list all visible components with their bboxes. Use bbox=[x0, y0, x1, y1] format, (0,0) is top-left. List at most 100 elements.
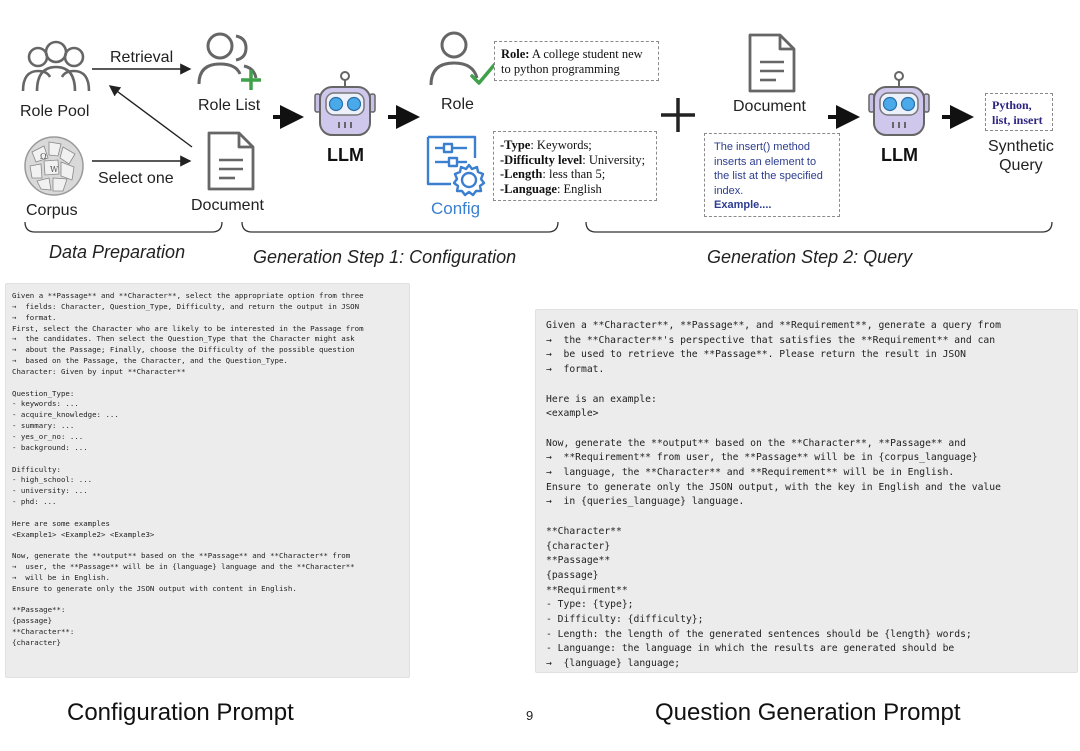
query-output-box: Python, list, insert bbox=[985, 93, 1053, 131]
question-prompt-line: - Difficulty: {difficulty}; bbox=[546, 614, 704, 626]
question-prompt-line bbox=[546, 378, 1067, 393]
configuration-prompt-line: - high_school: ... bbox=[12, 475, 93, 485]
configuration-prompt-line: Ensure to generate only the JSON output … bbox=[12, 583, 297, 593]
query-output-line: Python, bbox=[992, 98, 1032, 112]
configuration-prompt-line bbox=[12, 540, 403, 551]
configuration-prompt-line: First, select the Character who are like… bbox=[12, 323, 364, 333]
document-left-label: Document bbox=[191, 197, 264, 214]
question-prompt-line: → in {queries_language} language. bbox=[546, 496, 745, 508]
configuration-prompt-line: {passage} bbox=[12, 616, 53, 626]
robot-icon-2 bbox=[868, 71, 930, 136]
role-list-label: Role List bbox=[198, 97, 261, 114]
configuration-prompt-line: → based on the Passage, the Character, a… bbox=[12, 356, 288, 366]
question-prompt-line: Given a **Character**, **Passage**, and … bbox=[546, 320, 1001, 331]
role-box: Role: A college student new to python pr… bbox=[494, 41, 659, 81]
question-prompt-line: Here is an example: bbox=[546, 393, 657, 405]
doc-example-line: index. bbox=[714, 184, 744, 197]
config-line-difficulty: -Difficulty level: University; bbox=[500, 152, 646, 167]
configuration-prompt-line bbox=[12, 378, 403, 389]
question-prompt-line: Ensure to generate only the JSON output,… bbox=[546, 481, 1001, 493]
synthetic-query-label: Synthetic Query bbox=[988, 138, 1054, 174]
document-example-box: The insert() method inserts an element t… bbox=[704, 133, 840, 217]
configuration-prompt-line: → fields: Character, Question_Type, Diff… bbox=[12, 301, 360, 311]
bracket-step1 bbox=[241, 221, 559, 233]
config-label: Config bbox=[431, 199, 481, 218]
question-prompt-line: → **Requirement** from user, the **Passa… bbox=[546, 452, 978, 464]
configuration-prompt-line bbox=[12, 454, 403, 465]
configuration-prompt-line: {character} bbox=[12, 638, 61, 647]
retrieval-label: Retrieval bbox=[110, 49, 174, 66]
page-number: 9 bbox=[526, 708, 534, 723]
role-label: Role bbox=[441, 96, 474, 113]
bracket-data-preparation bbox=[24, 221, 223, 233]
plus-sign bbox=[661, 98, 695, 132]
config-box: -Type: Keywords; -Difficulty level: Univ… bbox=[493, 131, 657, 201]
question-prompt-line: → format. bbox=[546, 364, 605, 376]
doc-example-emphasis: Example.... bbox=[714, 199, 772, 211]
section-generation-step2: Generation Step 2: Query bbox=[707, 247, 913, 267]
role-list-icon bbox=[197, 32, 261, 90]
configuration-prompt-line bbox=[12, 508, 403, 519]
question-prompt-line: → language, the **Character** and **Requ… bbox=[546, 467, 955, 479]
question-prompt-line: → {language} language; bbox=[546, 658, 681, 670]
section-data-preparation: Data Preparation bbox=[49, 242, 186, 262]
question-prompt-panel: Given a **Character**, **Passage**, and … bbox=[535, 309, 1078, 673]
config-icon bbox=[426, 135, 486, 197]
configuration-prompt-line: → user, the **Passage** will be in {lang… bbox=[12, 562, 355, 572]
doc-example-line: inserts an element to bbox=[714, 155, 817, 168]
configuration-prompt-panel: Given a **Passage** and **Character**, s… bbox=[5, 283, 410, 678]
document-icon bbox=[207, 131, 255, 191]
doc-example-line: the list at the specified bbox=[714, 170, 823, 182]
question-prompt-line: → be used to retrieve the **Passage**. P… bbox=[546, 349, 966, 361]
question-prompt-line: <example> bbox=[546, 408, 599, 420]
feedback-arrow bbox=[108, 85, 193, 148]
section-generation-step1: Generation Step 1: Configuration bbox=[253, 247, 517, 267]
configuration-prompt-line: → the candidates. Then select the Questi… bbox=[12, 334, 355, 344]
question-prompt-line: **Character** bbox=[546, 525, 622, 537]
connector-layer bbox=[24, 63, 1053, 233]
configuration-prompt-line: Character: Given by input **Character** bbox=[12, 366, 186, 376]
question-prompt-line bbox=[546, 422, 1067, 437]
user-check-icon bbox=[429, 31, 497, 86]
question-prompt-line: **Requirment** bbox=[546, 584, 628, 596]
config-line-length: -Length: less than 5; bbox=[500, 167, 606, 181]
question-prompt-line: - Languange: the language in which the r… bbox=[546, 643, 955, 655]
select-one-label: Select one bbox=[98, 170, 174, 187]
configuration-prompt-text: Given a **Passage** and **Character**, s… bbox=[12, 291, 403, 649]
role-pool-icon bbox=[21, 40, 91, 92]
question-prompt-line: {passage} bbox=[546, 569, 599, 581]
configuration-prompt-line: - keywords: ... bbox=[12, 399, 79, 409]
question-prompt-line: - Type: {type}; bbox=[546, 599, 634, 611]
role-key: Role: bbox=[501, 47, 530, 61]
configuration-prompt-line: Difficulty: bbox=[12, 464, 61, 474]
question-prompt-line: Now, generate the **output** based on th… bbox=[546, 437, 966, 449]
question-prompt-text: Given a **Character**, **Passage**, and … bbox=[546, 319, 1067, 672]
question-prompt-line bbox=[546, 510, 1067, 525]
document-right-label: Document bbox=[733, 98, 806, 115]
llm-1-label: LLM bbox=[327, 145, 364, 165]
question-prompt-line: - Length: the length of the generated se… bbox=[546, 628, 972, 640]
role-text: A college student new to python programm… bbox=[501, 47, 643, 76]
bracket-step2 bbox=[585, 221, 1053, 233]
doc-example-line: The insert() method bbox=[714, 141, 810, 153]
configuration-prompt-line: - background: ... bbox=[12, 442, 88, 452]
robot-icon bbox=[314, 71, 376, 136]
configuration-prompt-line: **Character**: bbox=[12, 627, 75, 637]
configuration-prompt-line: <Example1> <Example2> <Example3> bbox=[12, 529, 155, 539]
role-pool-label: Role Pool bbox=[20, 103, 90, 120]
config-line-type: -Type: Keywords; bbox=[500, 138, 592, 152]
question-prompt-caption: Question Generation Prompt bbox=[655, 699, 961, 726]
config-line-language: -Language: English bbox=[500, 181, 602, 196]
configuration-prompt-line: Given a **Passage** and **Character**, s… bbox=[12, 291, 364, 300]
document-icon-right bbox=[748, 33, 796, 93]
query-output-line: list, insert bbox=[992, 113, 1043, 127]
configuration-prompt-line: - university: ... bbox=[12, 486, 88, 496]
configuration-prompt-line: Now, generate the **output** based on th… bbox=[12, 551, 351, 561]
configuration-prompt-caption: Configuration Prompt bbox=[67, 699, 294, 726]
configuration-prompt-line: → will be in English. bbox=[12, 572, 110, 582]
question-prompt-line: {character} bbox=[546, 540, 611, 552]
question-prompt-line: → the **Character**'s perspective that s… bbox=[546, 334, 996, 346]
configuration-prompt-line: → format. bbox=[12, 312, 57, 322]
configuration-prompt-line: → about the Passage; Finally, choose the… bbox=[12, 345, 355, 355]
llm-2-label: LLM bbox=[881, 145, 918, 165]
